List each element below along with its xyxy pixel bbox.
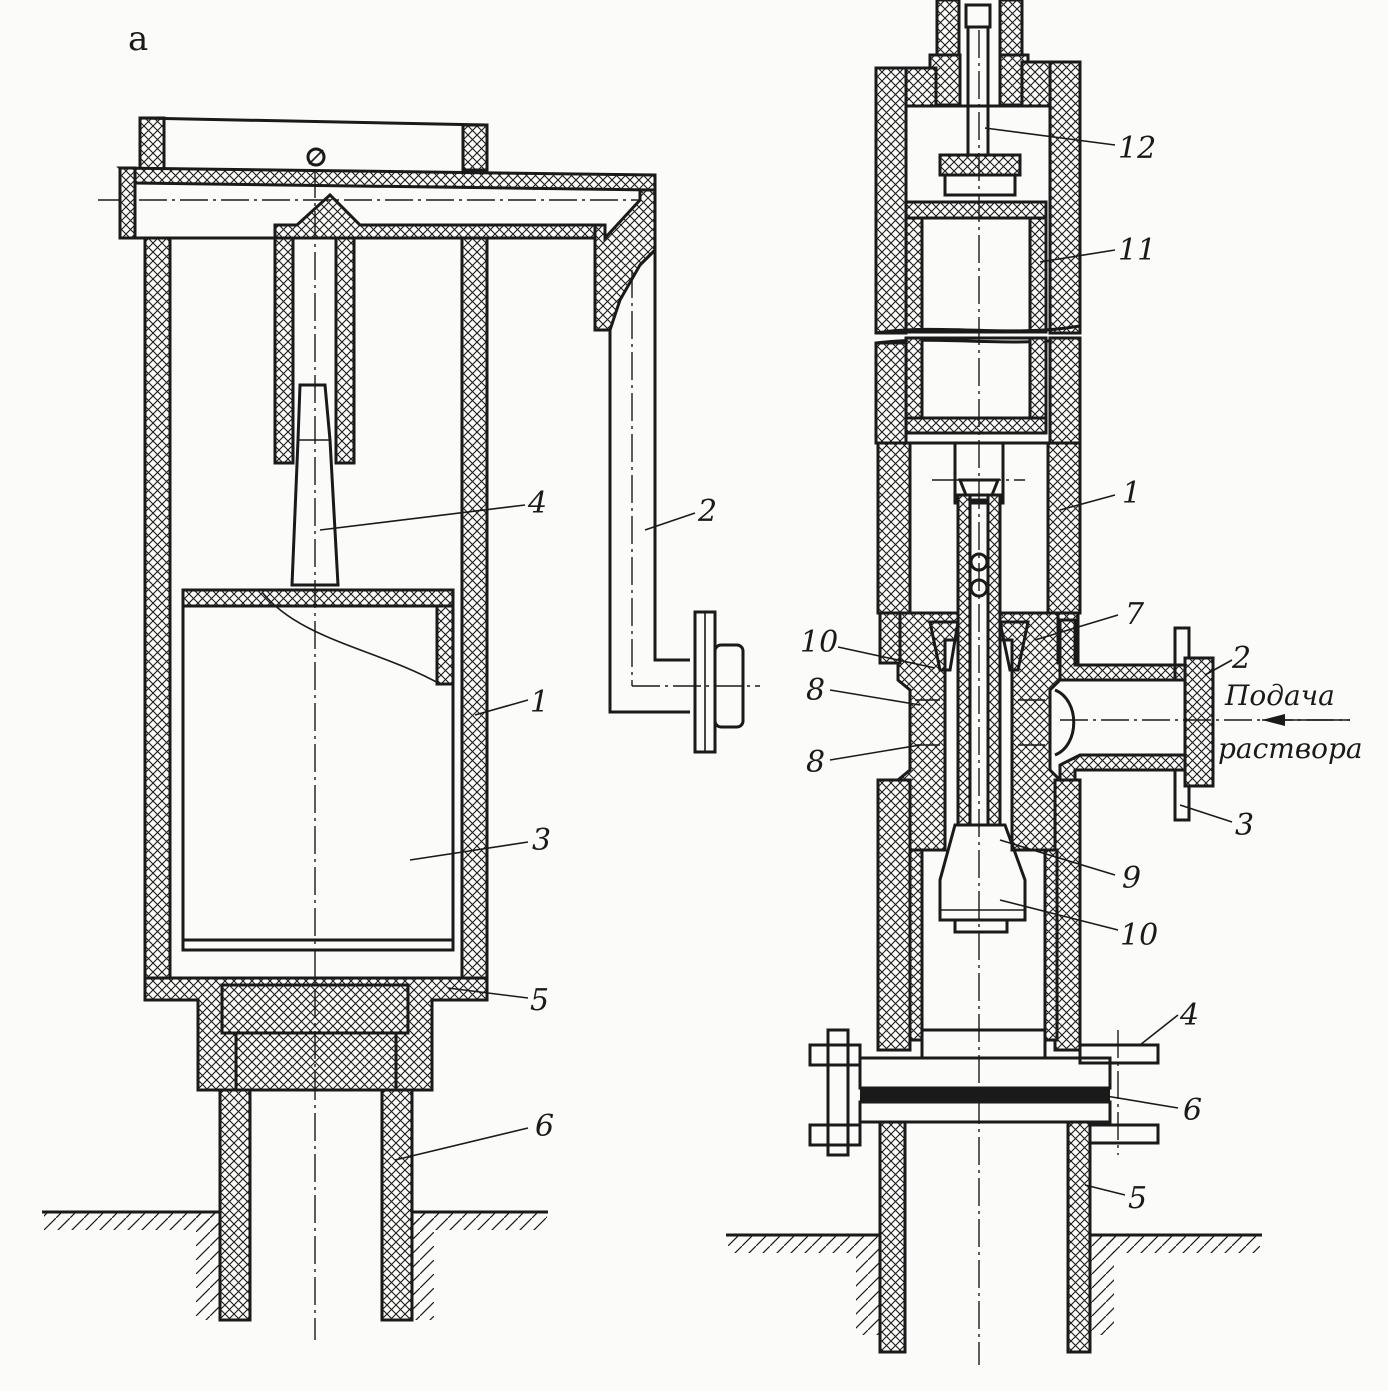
left-top-ring-right — [461, 123, 489, 172]
valve-plug — [938, 823, 1027, 922]
upper-housing-left — [874, 66, 908, 335]
callout-12-right: 12 — [1118, 131, 1156, 166]
callout-8-lower: 8 — [806, 745, 825, 780]
left-cap-flange — [118, 166, 137, 240]
drain-pipe-inner — [638, 246, 690, 662]
seat-block-right — [998, 611, 1062, 852]
float-upper — [904, 200, 1048, 334]
rod-nut — [964, 3, 992, 29]
callout-4-right: 4 — [1179, 998, 1199, 1033]
right-callouts: 12 11 1 7 10 8 8 2 3 9 10 4 6 5 — [800, 131, 1254, 1216]
callout-5-right: 5 — [1128, 1181, 1147, 1216]
callout-2-right: 2 — [1231, 641, 1251, 676]
callout-7-right: 7 — [1125, 597, 1145, 632]
left-cap-bottom — [118, 192, 607, 240]
callout-1-right: 1 — [1122, 476, 1141, 511]
float-side — [435, 604, 455, 686]
callout-8-upper: 8 — [806, 673, 825, 708]
left-top-ring-left — [138, 116, 166, 172]
ground-right — [412, 1212, 547, 1230]
upper-housing-right — [1048, 60, 1082, 335]
shell-right-wall — [460, 236, 489, 980]
callout-3-left: 3 — [532, 823, 551, 858]
inlet-inscription-line2: раствора — [1218, 732, 1363, 765]
pipe-right-wall — [380, 1088, 414, 1322]
callout-5-left: 5 — [530, 983, 549, 1018]
shell-left-wall — [143, 236, 172, 980]
callout-6-left: 6 — [535, 1109, 554, 1144]
body-right-upper — [1046, 441, 1082, 615]
sleeve-left — [273, 236, 295, 465]
casing-right — [1066, 1120, 1092, 1354]
inlet-flange-top — [1173, 626, 1191, 682]
float-body — [181, 588, 455, 952]
callout-3-right: 3 — [1235, 808, 1254, 843]
callout-2-left: 2 — [697, 494, 717, 529]
bottom-flange-lower — [858, 1100, 1112, 1124]
bottom-flange-upper — [858, 1056, 1112, 1090]
ground-left — [44, 1212, 220, 1230]
gland-left — [935, 0, 961, 62]
bolt-head-top — [808, 1043, 862, 1067]
bolt-icon — [306, 147, 326, 167]
bolt-head-bottom — [808, 1123, 862, 1147]
gland-right — [998, 0, 1024, 62]
left-callouts: 4 2 1 3 5 6 — [527, 486, 717, 1144]
right-view — [726, 0, 1350, 1365]
callout-4-left: 4 — [527, 486, 547, 521]
callout-9-right: 9 — [1122, 861, 1141, 896]
inlet-flange-bottom — [1173, 768, 1191, 822]
callout-10-lower: 10 — [1120, 918, 1158, 953]
left-cap-top — [116, 166, 657, 192]
rod-coupling — [938, 153, 1022, 177]
inlet-pipe-bottom — [1058, 753, 1187, 782]
casing-left — [878, 1120, 907, 1354]
left-view — [42, 116, 760, 1340]
callout-6-right: 6 — [1183, 1093, 1202, 1128]
callout-1-left: 1 — [530, 685, 549, 720]
gasket — [860, 1088, 1110, 1102]
body-left-lower — [876, 778, 912, 1052]
body-left-upper — [876, 441, 912, 615]
callout-11-right: 11 — [1118, 233, 1156, 268]
flange-bolt — [826, 1028, 850, 1157]
panel-label: а — [128, 19, 148, 59]
drain-pipe-outer — [608, 330, 690, 714]
inlet-flange — [1183, 656, 1215, 788]
callout-10-upper: 10 — [800, 625, 838, 660]
float-top — [181, 588, 455, 608]
inlet-inscription-line1: Подача — [1224, 679, 1335, 712]
sleeve-right — [334, 236, 356, 465]
pipe-left-wall — [218, 1088, 252, 1322]
left-outlet-elbow — [593, 188, 657, 332]
